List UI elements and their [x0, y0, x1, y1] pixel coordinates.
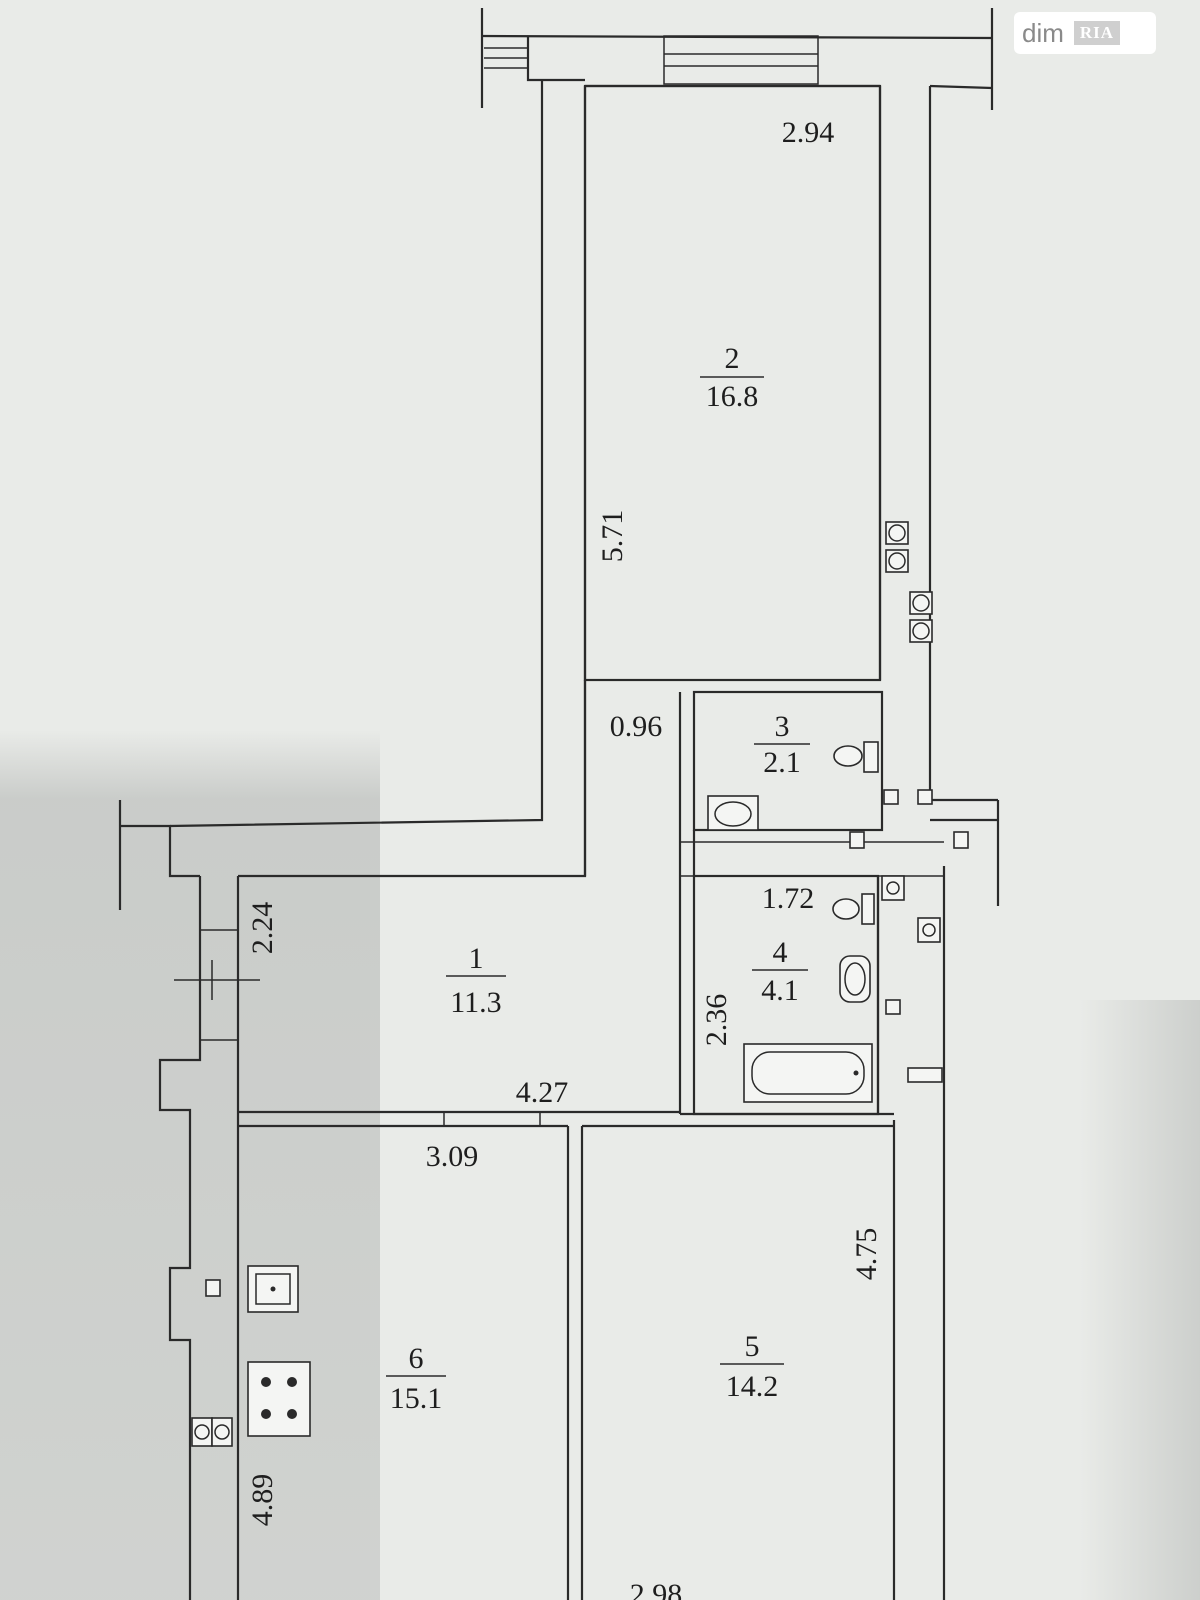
vent-icon — [885, 521, 933, 643]
room-label-6: 6 15.1 — [386, 1342, 446, 1415]
watermark-logo: RIA — [1073, 21, 1121, 45]
svg-text:11.3: 11.3 — [450, 986, 501, 1019]
svg-text:4.1: 4.1 — [761, 974, 799, 1007]
fixtures — [191, 521, 969, 1447]
room-label-3: 3 2.1 — [754, 710, 810, 779]
watermark-text: dim — [1022, 17, 1064, 48]
pipe-icon — [849, 831, 865, 849]
pipe-icon — [917, 789, 933, 805]
dimension-label: 2.24 — [246, 902, 279, 955]
vent-icon — [191, 1417, 233, 1447]
dimension-label: 2.36 — [700, 994, 733, 1047]
svg-text:2: 2 — [725, 342, 740, 375]
stove-icon — [247, 1361, 311, 1437]
room-labels: 2 16.8 3 2.1 1 11.3 4 4.1 5 — [386, 342, 810, 1415]
svg-text:15.1: 15.1 — [390, 1382, 443, 1415]
dimension-label: 2.98 — [630, 1578, 683, 1600]
dimension-label: 3.09 — [426, 1140, 479, 1173]
toilet-icon — [833, 741, 879, 773]
svg-text:6: 6 — [409, 1342, 424, 1375]
watermark: dim RIA — [1014, 12, 1156, 54]
dimension-label: 4.27 — [516, 1076, 569, 1109]
room-label-5: 5 14.2 — [720, 1330, 784, 1403]
svg-text:2.1: 2.1 — [763, 746, 801, 779]
pipe-icon — [881, 875, 905, 901]
svg-text:1: 1 — [469, 942, 484, 975]
svg-text:16.8: 16.8 — [706, 380, 759, 413]
sink-icon — [839, 955, 871, 1003]
dimension-label: 1.72 — [762, 882, 815, 915]
pipe-icon — [953, 831, 969, 849]
dimension-label: 2.94 — [782, 116, 835, 149]
pipe-icon — [883, 789, 899, 805]
kitchen-sink-icon — [247, 1265, 299, 1313]
svg-text:3: 3 — [775, 710, 790, 743]
outer-walls — [118, 8, 1000, 1600]
room-label-4: 4 4.1 — [752, 936, 808, 1007]
sink-icon — [707, 795, 759, 831]
svg-text:5: 5 — [745, 1330, 760, 1363]
dimension-label: 0.96 — [610, 710, 663, 743]
dimension-label: 4.75 — [850, 1228, 883, 1281]
dimension-label: 4.89 — [246, 1474, 279, 1527]
bathtub-icon — [743, 1043, 873, 1103]
pipe-icon — [907, 1067, 943, 1083]
interior-walls — [238, 84, 944, 1600]
pipe-icon — [205, 1279, 221, 1297]
dimension-labels: 2.94 5.71 0.96 1.72 2.36 2.24 4.27 3.09 … — [246, 116, 883, 1600]
svg-text:14.2: 14.2 — [726, 1370, 779, 1403]
toilet-icon — [832, 893, 875, 925]
dimension-label: 5.71 — [596, 510, 629, 563]
pipe-icon — [917, 917, 941, 943]
room-label-2: 2 16.8 — [700, 342, 764, 413]
room-label-1: 1 11.3 — [446, 942, 506, 1019]
svg-text:4: 4 — [773, 936, 788, 969]
pipe-icon — [885, 999, 901, 1015]
